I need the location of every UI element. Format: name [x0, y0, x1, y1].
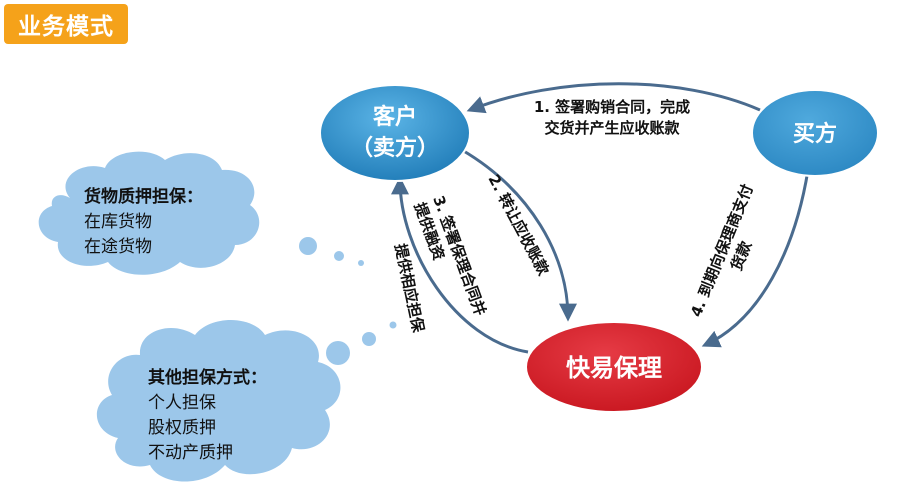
- flow4-label: 4. 到期向保理商支付 货款: [687, 182, 757, 320]
- flow1-label-line2: 交货并产生应收账款: [544, 119, 680, 137]
- cloud-bottom-heading: 其他担保方式：: [148, 368, 267, 388]
- cloud-top-bubbles: [299, 237, 364, 266]
- cloud-top-item: 在库货物: [84, 212, 152, 232]
- flow2-arrow: [461, 148, 577, 322]
- section-title-tag: 业务模式: [4, 4, 128, 44]
- customer-node: 客户 （卖方）: [319, 84, 471, 182]
- section-title: 业务模式: [18, 14, 114, 40]
- flow1-arrow: [466, 82, 761, 114]
- cloud-bottom: [96, 320, 341, 482]
- factor-label: 快易保理: [566, 354, 662, 382]
- cloud-bottom-item: 股权质押: [148, 418, 216, 438]
- flow1-label-line1: 1. 签署购销合同，完成: [534, 98, 690, 116]
- cloud-top-heading: 货物质押担保：: [84, 187, 203, 207]
- flow2-label: 2. 转让应收账款: [484, 171, 553, 279]
- cloud-bottom-text: 其他担保方式： 个人担保 股权质押 不动产质押: [148, 366, 267, 466]
- cloud-top-item: 在途货物: [84, 237, 152, 257]
- buyer-label: 买方: [793, 121, 837, 147]
- customer-label-line2: （卖方）: [351, 135, 439, 161]
- guarantee-label: 提供相应担保: [391, 242, 428, 335]
- flow1-label: 1. 签署购销合同，完成 交货并产生应收账款: [534, 98, 690, 137]
- customer-label-line1: 客户: [373, 104, 417, 130]
- cloud-bottom-bubbles: [326, 321, 397, 365]
- cloud-top: [38, 151, 260, 275]
- flow4-arrow: [701, 169, 810, 348]
- flow3-arrow: [391, 176, 529, 354]
- cloud-bottom-item: 个人担保: [148, 393, 216, 413]
- factor-node: 快易保理: [525, 321, 703, 413]
- cloud-bottom-item: 不动产质押: [148, 443, 233, 463]
- buyer-node: 买方: [751, 89, 879, 177]
- cloud-top-text: 货物质押担保： 在库货物 在途货物: [84, 185, 203, 260]
